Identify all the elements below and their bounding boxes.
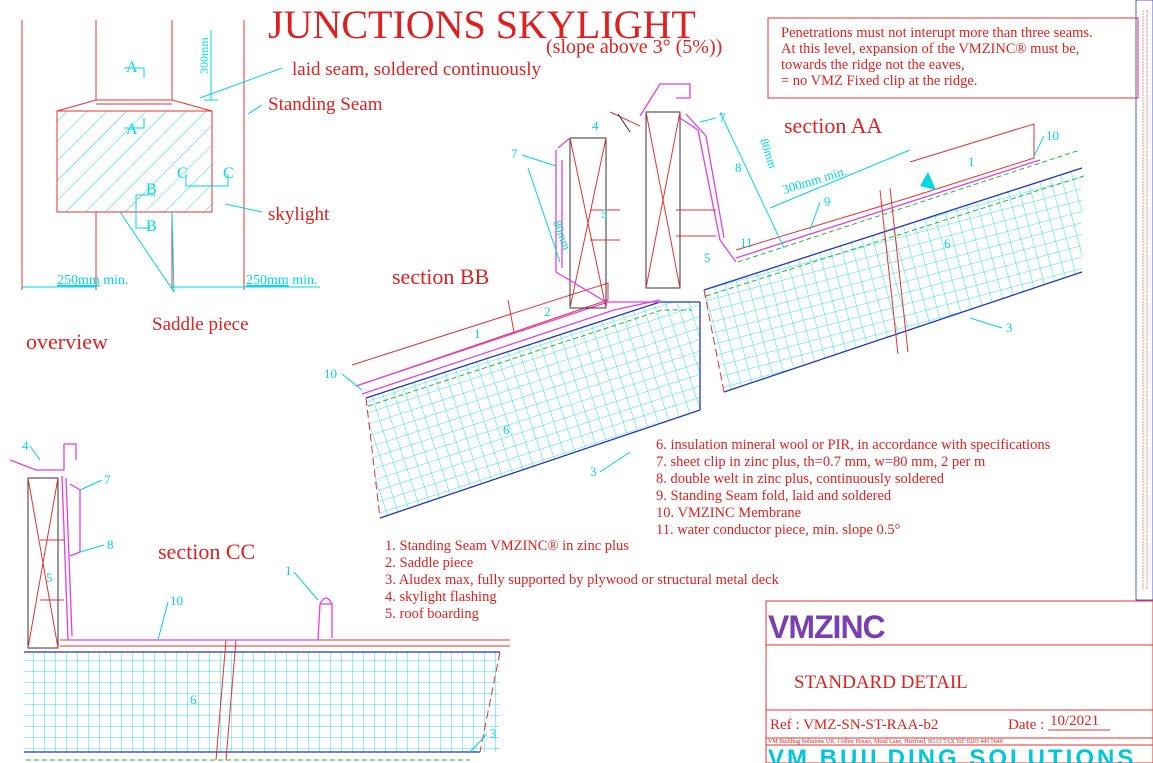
date-label: Date : 10/2021 <box>1008 713 1099 733</box>
note-line: = no VMZ Fixed clip at the ridge. <box>781 73 977 89</box>
label-section-aa: section AA <box>784 113 882 138</box>
disclaimer-strip <box>1135 0 1153 601</box>
callout-5-aa: 5 <box>704 250 711 265</box>
page-title: JUNCTIONS SKYLIGHT <box>268 2 696 47</box>
legend-item: 6. insulation mineral wool or PIR, in ac… <box>656 437 1051 453</box>
legend-item: 9. Standing Seam fold, laid and soldered <box>656 488 892 504</box>
callout-9: 9 <box>824 194 831 209</box>
brand-logo: VMZINC <box>768 609 886 645</box>
callout-6: 6 <box>503 422 510 437</box>
callout-4-cc: 4 <box>22 438 29 453</box>
label-skylight: skylight <box>268 204 330 225</box>
section-marker-b-top: B <box>146 181 157 198</box>
dim-300mm: 300mm <box>197 37 211 74</box>
note-line: towards the ridge not the eaves, <box>781 57 965 73</box>
callout-1-cc: 1 <box>285 563 292 578</box>
callout-6-cc: 6 <box>190 692 197 707</box>
legend-item: 11. water conductor piece, min. slope 0.… <box>656 522 901 538</box>
callout-1-aa: 1 <box>968 154 975 169</box>
legend-item: 1. Standing Seam VMZINC® in zinc plus <box>385 538 629 554</box>
section-marker-c-right: C <box>223 165 234 182</box>
callout-10-aa: 10 <box>1046 128 1059 143</box>
legend-right: 6. insulation mineral wool or PIR, in ac… <box>656 437 1051 538</box>
section-marker-b-bottom: B <box>146 218 157 235</box>
dim-80mm-aa: 80mm <box>757 137 780 171</box>
note-line: Penetrations must not interupt more than… <box>781 25 1093 41</box>
callout-8-cc: 8 <box>107 537 114 552</box>
callout-7: 7 <box>511 146 518 161</box>
callout-11: 11 <box>740 235 753 250</box>
callout-8-aa: 8 <box>735 160 742 175</box>
note-line: At this level, expansion of the VMZINC® … <box>781 41 1079 57</box>
legend-left: 1. Standing Seam VMZINC® in zinc plus 2.… <box>385 538 780 622</box>
section-marker-c-left: C <box>177 165 188 182</box>
label-laid-seam: laid seam, soldered continuously <box>292 59 542 80</box>
label-section-bb: section BB <box>392 264 489 289</box>
title-block: VMZINC STANDARD DETAIL Ref : VMZ-SN-ST-R… <box>765 600 1153 763</box>
callout-3-aa: 3 <box>1006 320 1013 335</box>
section-aa-drawing: section AA 80mm 300mm min. 7 8 <box>609 83 1085 393</box>
label-standing-seam: Standing Seam <box>268 94 383 115</box>
note-box: Penetrations must not interupt more than… <box>767 17 1139 99</box>
callout-4: 4 <box>592 118 599 133</box>
legend-item: 2. Saddle piece <box>385 555 473 571</box>
address-line: VM Building Solutions UK. Collier House,… <box>768 738 1003 745</box>
legend-item: 5. roof boarding <box>385 606 479 622</box>
callout-10: 10 <box>324 366 337 381</box>
legend-item: 7. sheet clip in zinc plus, th=0.7 mm, w… <box>656 454 986 470</box>
callout-2: 2 <box>544 304 551 319</box>
standard-detail-heading: STANDARD DETAIL <box>794 672 968 693</box>
legend-item: 4. skylight flashing <box>385 589 497 605</box>
callout-5-cc: 5 <box>46 570 53 585</box>
label-overview: overview <box>26 329 108 354</box>
dim-250-left: 250mm min. <box>57 273 129 288</box>
legend-item: 3. Aludex max, fully supported by plywoo… <box>385 572 780 588</box>
label-section-cc: section CC <box>158 539 255 564</box>
callout-3: 3 <box>590 464 597 479</box>
callout-1: 1 <box>474 326 481 341</box>
legend-item: 10. VMZINC Membrane <box>656 505 801 521</box>
dim-300mm-min: 300mm min. <box>780 163 848 197</box>
callout-6-aa: 6 <box>944 236 951 251</box>
legend-item: 8. double welt in zinc plus, continuousl… <box>656 471 945 487</box>
label-saddle-piece: Saddle piece <box>152 314 249 335</box>
callout-7-cc: 7 <box>104 472 111 487</box>
callout-5-bb: 5 <box>601 206 608 221</box>
page-subtitle: (slope above 3° (5%)) <box>546 36 722 58</box>
section-marker-a-bottom: A <box>126 121 138 138</box>
section-cc-drawing: section CC 4 7 8 5 1 10 <box>9 438 510 761</box>
callout-10-cc: 10 <box>170 593 183 608</box>
brand-footer: VM BUILDING SOLUTIONS <box>768 745 1136 763</box>
section-marker-a-top: A <box>126 59 138 76</box>
dim-250-right: 250mm min. <box>246 273 318 288</box>
overview-drawing: 300mm A A B B C C laid seam, soldered co… <box>21 20 542 354</box>
section-bb-drawing: section BB 1 2 6 3 10 7 4 5 8 <box>324 118 701 519</box>
callout-7-aa: 7 <box>719 110 726 125</box>
ref-label: Ref : VMZ-SN-ST-RAA-b2 <box>770 717 938 733</box>
callout-3-cc: 3 <box>490 726 497 741</box>
